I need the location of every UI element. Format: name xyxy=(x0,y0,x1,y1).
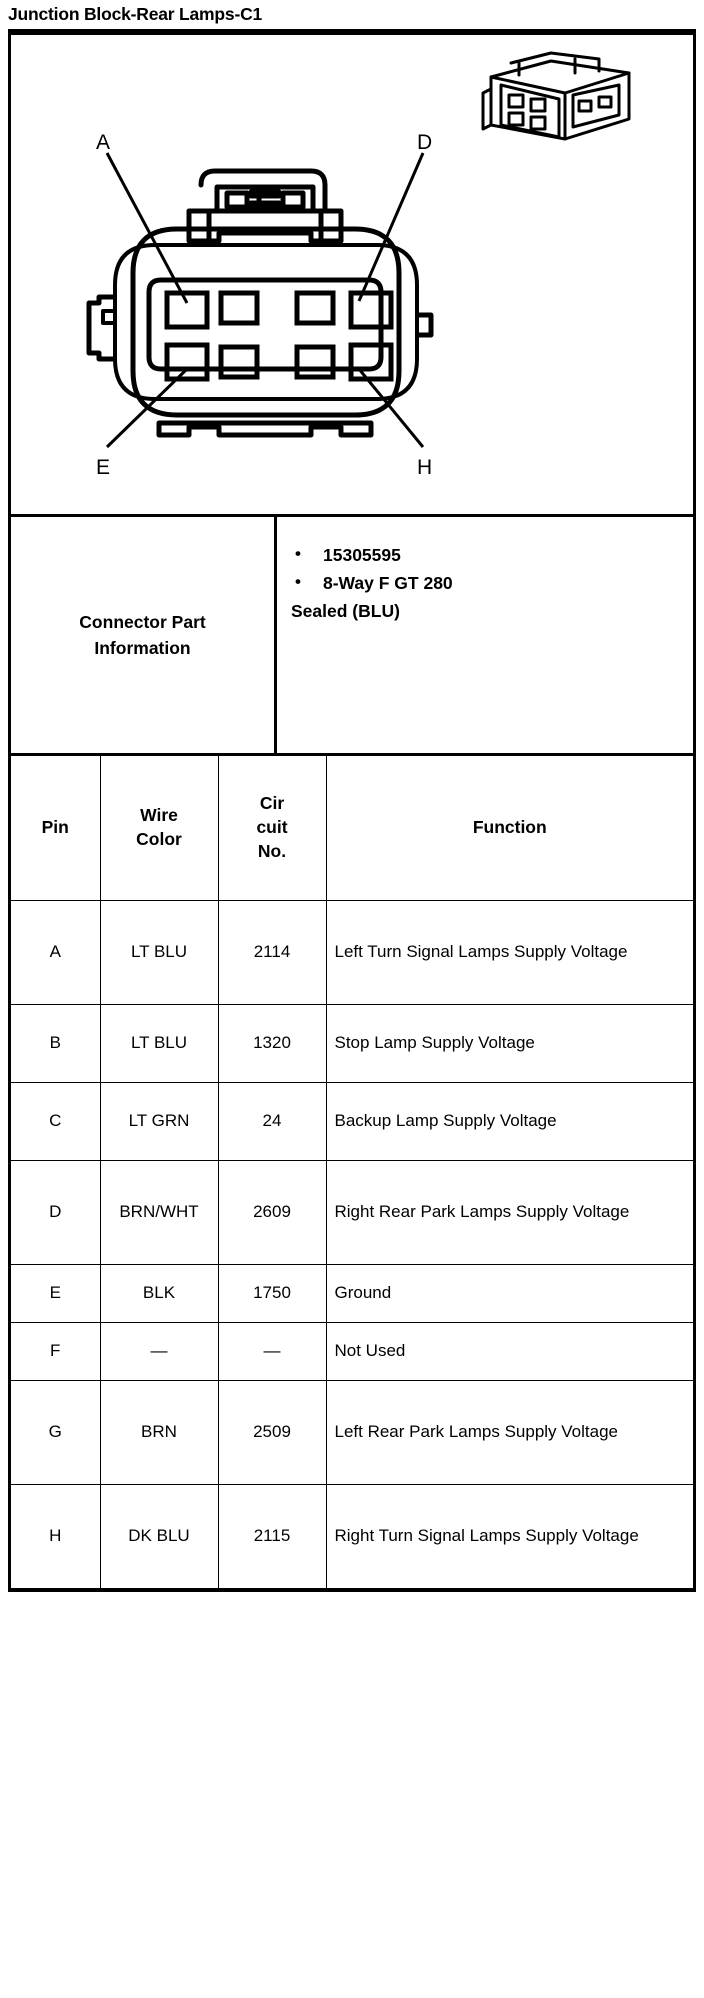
cell-function: Backup Lamp Supply Voltage xyxy=(326,1081,693,1161)
cell-pin: B xyxy=(11,1003,101,1083)
cell-circuit-no: 2115 xyxy=(218,1483,327,1589)
column-header-circuit-no: Cir cuit No. xyxy=(218,756,327,901)
wire-header-line2: Color xyxy=(136,828,182,849)
cell-pin: D xyxy=(11,1159,101,1265)
cell-function: Not Used xyxy=(326,1321,693,1381)
circuit-header-line1: Cir xyxy=(259,793,285,814)
cell-function: Left Turn Signal Lamps Supply Voltage xyxy=(326,899,693,1005)
column-header-function: Function xyxy=(326,756,693,901)
pin-assignment-table: Pin Wire Color Cir cuit No. Function A L… xyxy=(11,756,693,1589)
cell-circuit-no: 2609 xyxy=(218,1159,327,1265)
cell-circuit-no: 1750 xyxy=(218,1263,327,1323)
cell-circuit-no: 2114 xyxy=(218,899,327,1005)
connector-part-information-value-cell: 15305595 8-Way F GT 280 Sealed (BLU) xyxy=(277,517,693,753)
cell-circuit-no: 24 xyxy=(218,1081,327,1161)
cell-function: Right Rear Park Lamps Supply Voltage xyxy=(326,1159,693,1265)
table-row: D BRN/WHT 2609 Right Rear Park Lamps Sup… xyxy=(11,1159,693,1265)
table-row: E BLK 1750 Ground xyxy=(11,1263,693,1323)
cell-wire-color: LT BLU xyxy=(100,1003,219,1083)
cell-wire-color: BLK xyxy=(100,1263,219,1323)
connector-part-bullet-list: 15305595 8-Way F GT 280 xyxy=(291,540,683,597)
cell-pin: C xyxy=(11,1081,101,1161)
cell-pin: H xyxy=(11,1483,101,1589)
cell-function: Stop Lamp Supply Voltage xyxy=(326,1003,693,1083)
cpi-label-line2: Information xyxy=(94,638,191,659)
cell-function: Ground xyxy=(326,1263,693,1323)
title-divider xyxy=(8,29,696,33)
page-title-text: Junction Block-Rear Lamps-C1 xyxy=(8,4,263,24)
cell-wire-color: LT GRN xyxy=(100,1081,219,1161)
callout-label-e: E xyxy=(96,456,111,480)
connector-document-frame: A D E H Connector Part Information 15305… xyxy=(8,32,696,1592)
table-row: H DK BLU 2115 Right Turn Signal Lamps Su… xyxy=(11,1483,693,1589)
connector-front-face-diagram xyxy=(11,35,693,512)
circuit-header-line2: cuit xyxy=(256,817,288,838)
column-header-pin: Pin xyxy=(11,756,101,901)
cell-wire-color: DK BLU xyxy=(100,1483,219,1589)
circuit-header-line3: No. xyxy=(257,840,287,861)
column-header-wire-color: Wire Color xyxy=(100,756,219,901)
wire-header-line1: Wire xyxy=(140,805,178,826)
connector-illustration-panel: A D E H xyxy=(11,35,693,518)
connector-part-information-row: Connector Part Information 15305595 8-Wa… xyxy=(11,517,693,757)
cell-circuit-no: — xyxy=(218,1321,327,1381)
connector-part-number: 15305595 xyxy=(291,540,683,569)
table-row: G BRN 2509 Left Rear Park Lamps Supply V… xyxy=(11,1379,693,1485)
cell-pin: E xyxy=(11,1263,101,1323)
cell-circuit-no: 1320 xyxy=(218,1003,327,1083)
callout-label-a: A xyxy=(96,131,111,155)
cell-pin: F xyxy=(11,1321,101,1381)
pin-table-body: A LT BLU 2114 Left Turn Signal Lamps Sup… xyxy=(11,899,693,1589)
cell-wire-color: BRN xyxy=(100,1379,219,1485)
table-row: A LT BLU 2114 Left Turn Signal Lamps Sup… xyxy=(11,899,693,1005)
cpi-label-line1: Connector Part xyxy=(79,611,206,632)
table-row: F — — Not Used xyxy=(11,1321,693,1381)
table-row: C LT GRN 24 Backup Lamp Supply Voltage xyxy=(11,1081,693,1161)
connector-part-information-label: Connector Part Information xyxy=(79,609,205,662)
connector-part-information-label-cell: Connector Part Information xyxy=(11,517,277,754)
callout-label-h: H xyxy=(417,456,433,480)
callout-label-d: D xyxy=(417,131,433,155)
cell-pin: A xyxy=(11,899,101,1005)
cell-function: Left Rear Park Lamps Supply Voltage xyxy=(326,1379,693,1485)
cell-wire-color: — xyxy=(100,1321,219,1381)
cell-wire-color: LT BLU xyxy=(100,899,219,1005)
cell-pin: G xyxy=(11,1379,101,1485)
connector-part-type: 8-Way F GT 280 xyxy=(291,568,683,597)
table-row: B LT BLU 1320 Stop Lamp Supply Voltage xyxy=(11,1003,693,1083)
page-title: Junction Block-Rear Lamps-C1 xyxy=(0,0,704,33)
cell-circuit-no: 2509 xyxy=(218,1379,327,1485)
cell-wire-color: BRN/WHT xyxy=(100,1159,219,1265)
pin-table-header-row: Pin Wire Color Cir cuit No. Function xyxy=(11,756,693,901)
connector-part-seal-info: Sealed (BLU) xyxy=(291,601,400,622)
cell-function: Right Turn Signal Lamps Supply Voltage xyxy=(326,1483,693,1589)
